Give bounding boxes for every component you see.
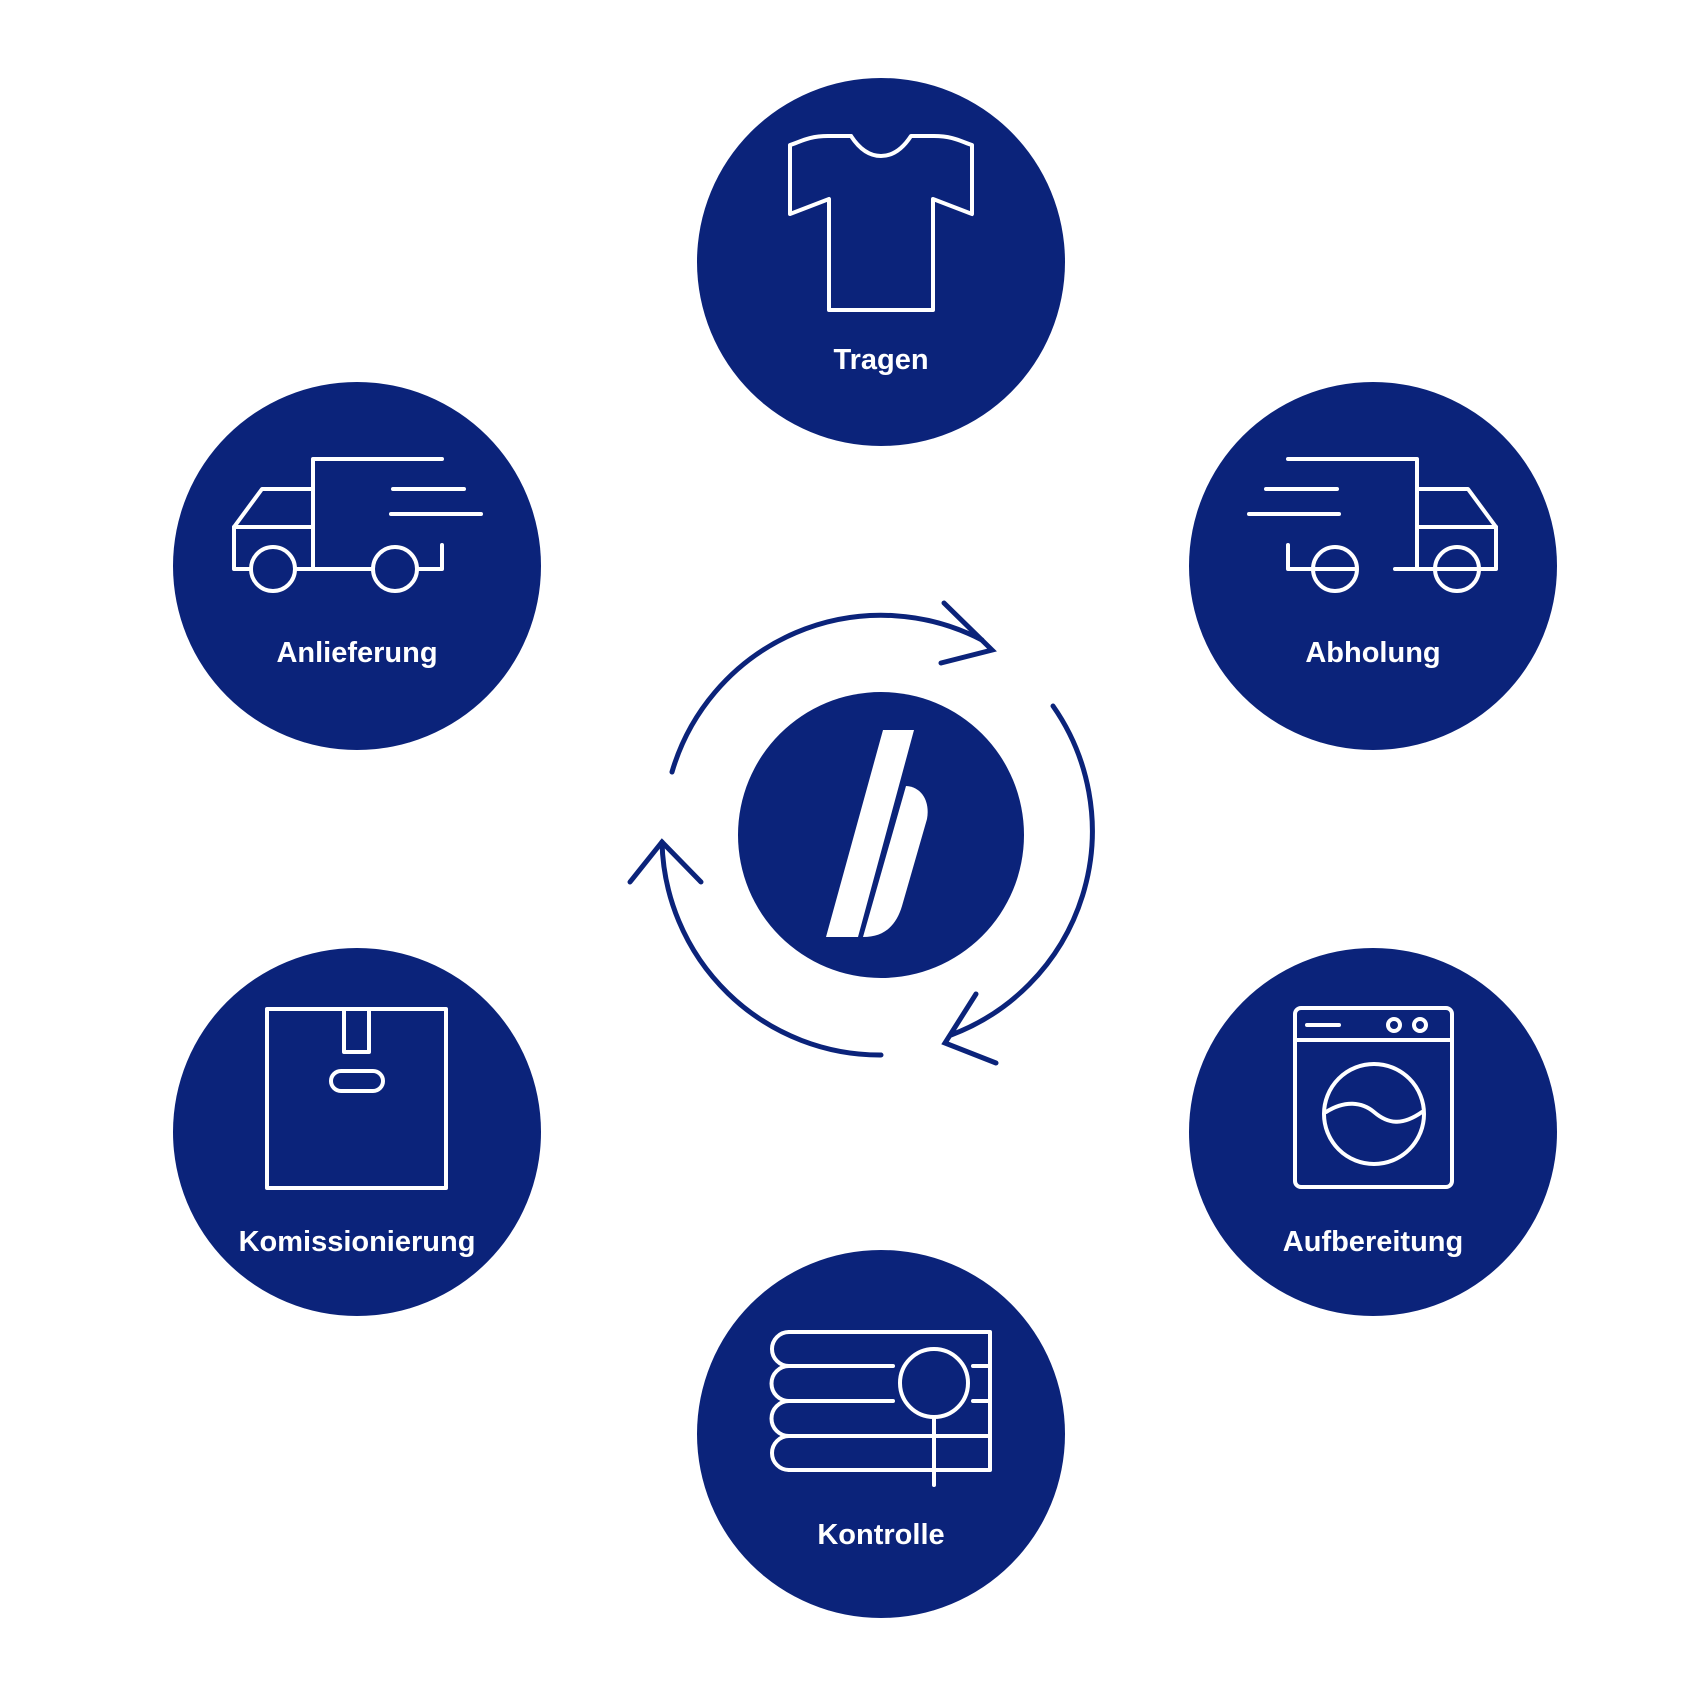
cycle-arrowhead-left xyxy=(627,838,704,885)
step-tragen: Tragen xyxy=(697,78,1065,446)
step-label-abholung: Abholung xyxy=(1305,637,1440,669)
step-komissionierung: Komissionierung xyxy=(173,948,541,1316)
step-label-komissionierung: Komissionierung xyxy=(239,1226,476,1258)
truck-icon xyxy=(1247,457,1498,593)
cycle-arrowhead-top xyxy=(938,600,997,666)
step-anlieferung: Anlieferung xyxy=(173,382,541,750)
folded-clothes-magnifier-icon xyxy=(769,1330,992,1487)
cycle-arrow-left xyxy=(659,839,884,1058)
step-label-aufbereitung: Aufbereitung xyxy=(1283,1226,1463,1258)
b-logo-icon xyxy=(826,730,928,937)
washing-machine-icon xyxy=(1293,1006,1454,1189)
truck-icon xyxy=(232,457,483,593)
step-abholung: Abholung xyxy=(1189,382,1557,750)
step-label-tragen: Tragen xyxy=(833,344,928,376)
step-label-kontrolle: Kontrolle xyxy=(817,1519,944,1551)
cycle-arrows-icon xyxy=(627,600,1095,1066)
cycle-arrow-right xyxy=(948,703,1095,1038)
step-kontrolle: Kontrolle xyxy=(697,1250,1065,1618)
package-box-icon xyxy=(265,1007,448,1190)
center-logo: b xyxy=(738,692,1024,978)
cycle-arrow-top xyxy=(669,612,985,775)
step-label-anlieferung: Anlieferung xyxy=(276,637,437,669)
tshirt-icon xyxy=(788,134,974,312)
cycle-arrowhead-right xyxy=(941,991,999,1066)
step-aufbereitung: Aufbereitung xyxy=(1189,948,1557,1316)
